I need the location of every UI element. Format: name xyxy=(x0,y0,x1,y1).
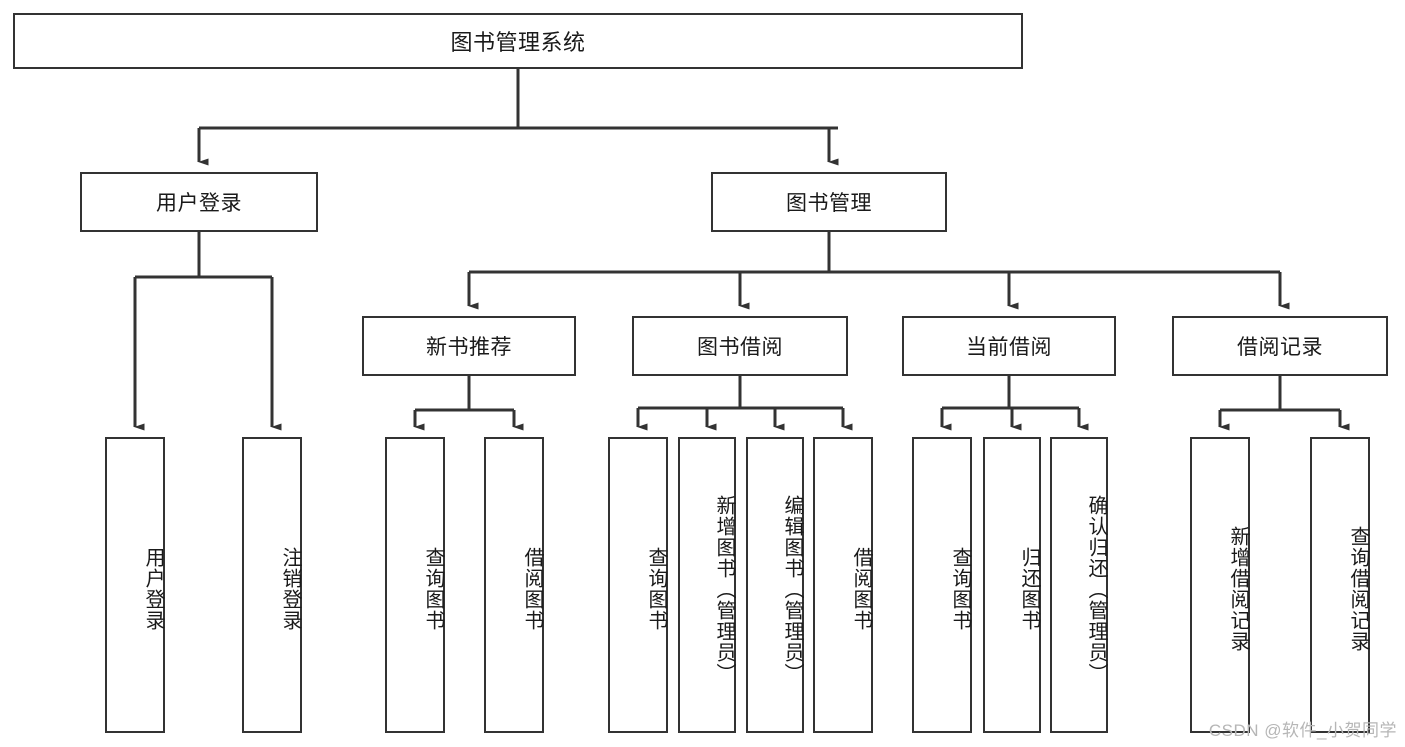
node-leaf-query-book-1[interactable]: 查询图书 xyxy=(385,437,445,733)
node-leaf-borrow-book-2[interactable]: 借阅图书 xyxy=(813,437,873,733)
node-leaf-add-record[interactable]: 新增借阅记录 xyxy=(1190,437,1250,733)
node-book-borrow[interactable]: 图书借阅 xyxy=(632,316,848,376)
node-leaf-query-book-3[interactable]: 查询图书 xyxy=(912,437,972,733)
node-leaf-return-book[interactable]: 归还图书 xyxy=(983,437,1041,733)
node-borrow-record[interactable]: 借阅记录 xyxy=(1172,316,1388,376)
node-leaf-edit-book[interactable]: 编辑图书（管理员） xyxy=(746,437,804,733)
node-leaf-user-login[interactable]: 用户登录 xyxy=(105,437,165,733)
node-user-login[interactable]: 用户登录 xyxy=(80,172,318,232)
node-leaf-query-book-2[interactable]: 查询图书 xyxy=(608,437,668,733)
node-leaf-query-record[interactable]: 查询借阅记录 xyxy=(1310,437,1370,733)
node-root-system[interactable]: 图书管理系统 xyxy=(13,13,1023,69)
csdn-watermark: CSDN @软件_小贺同学 xyxy=(1208,721,1397,740)
node-leaf-logout[interactable]: 注销登录 xyxy=(242,437,302,733)
node-leaf-confirm-return[interactable]: 确认归还（管理员） xyxy=(1050,437,1108,733)
node-book-manage[interactable]: 图书管理 xyxy=(711,172,947,232)
node-leaf-add-book[interactable]: 新增图书（管理员） xyxy=(678,437,736,733)
node-new-book-rec[interactable]: 新书推荐 xyxy=(362,316,576,376)
node-leaf-borrow-book-1[interactable]: 借阅图书 xyxy=(484,437,544,733)
node-current-borrow[interactable]: 当前借阅 xyxy=(902,316,1116,376)
